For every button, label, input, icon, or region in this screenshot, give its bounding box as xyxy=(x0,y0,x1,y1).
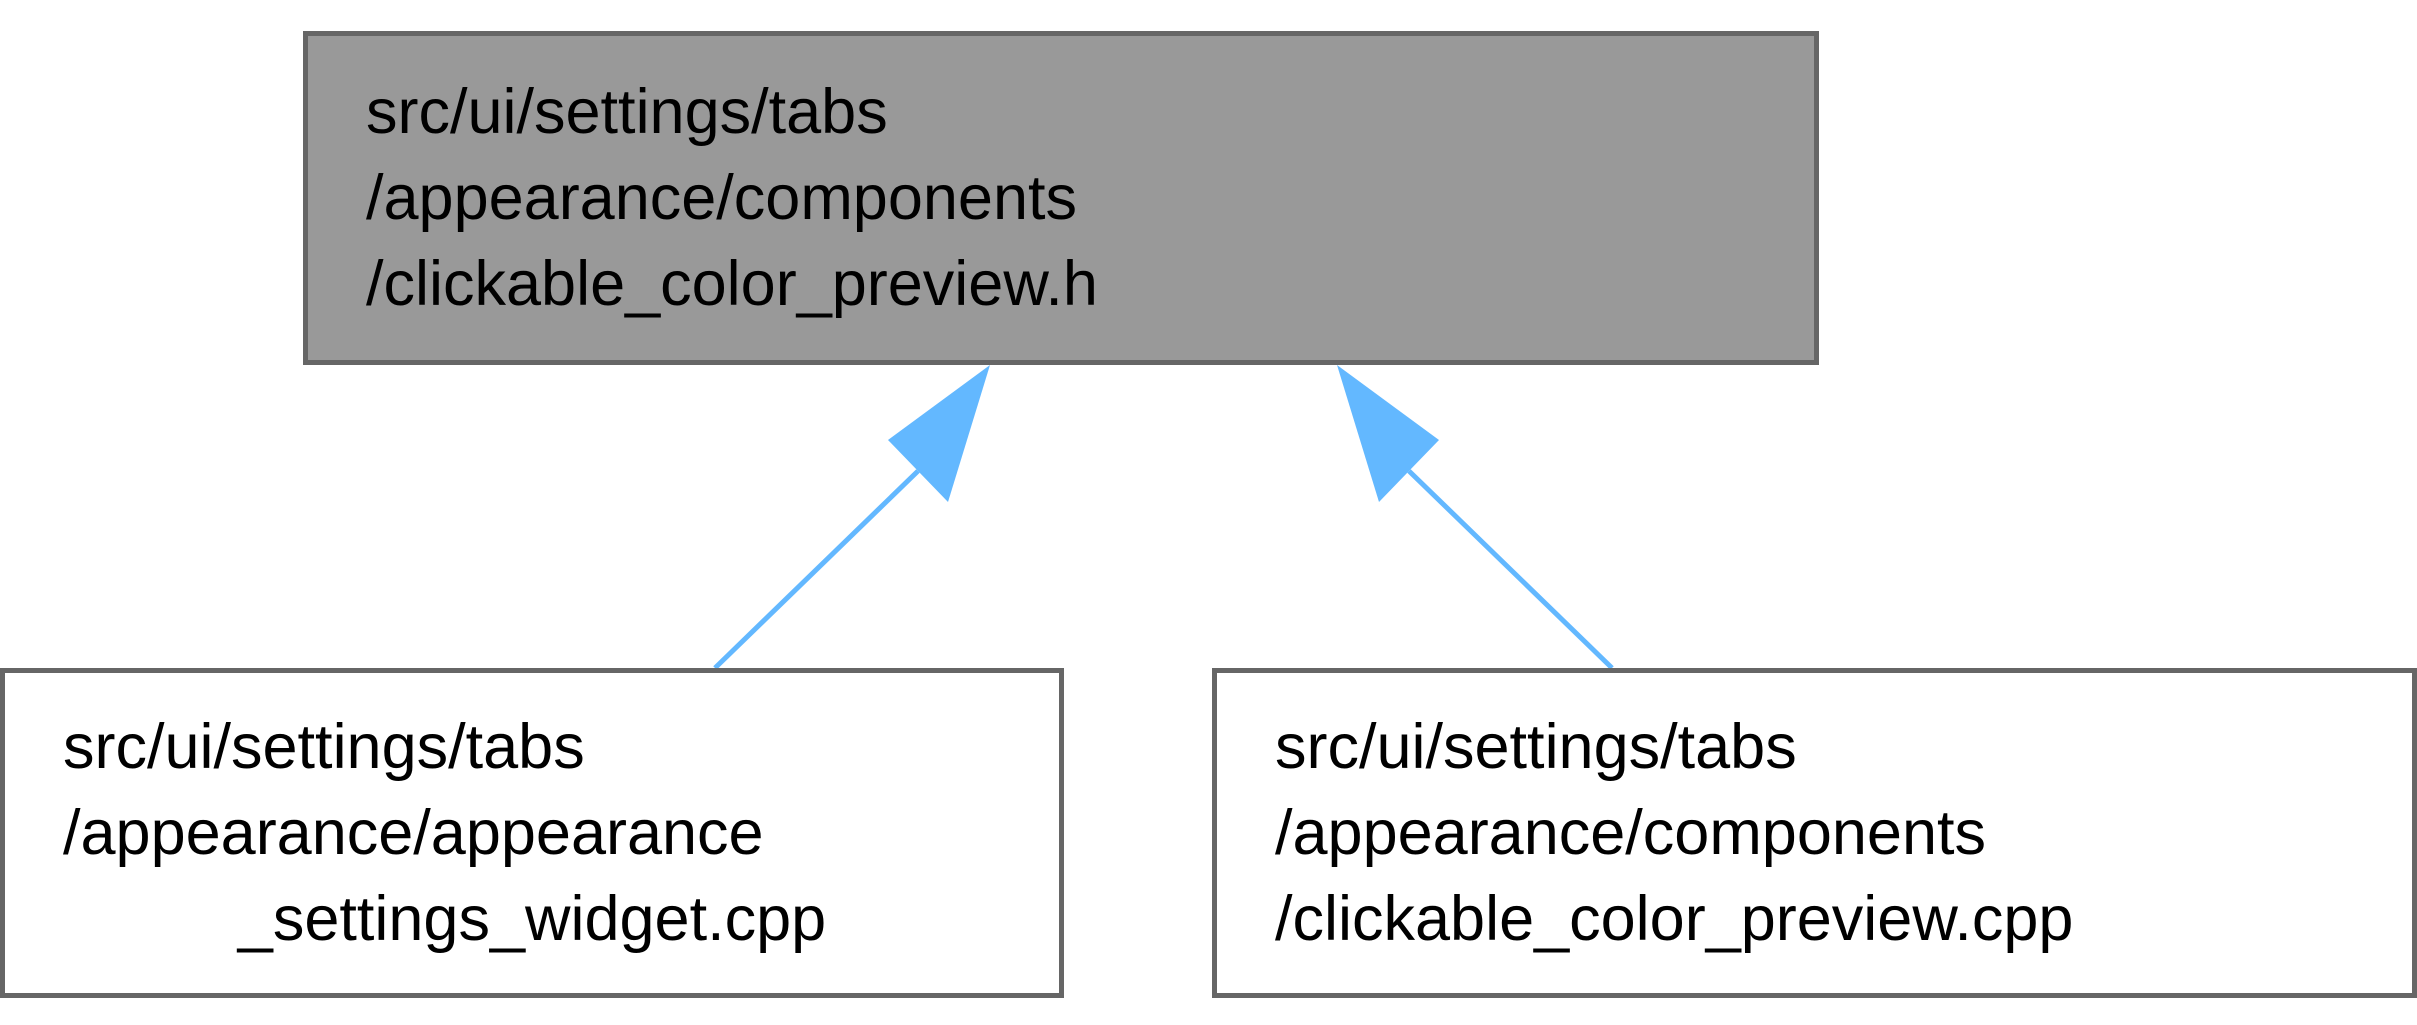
edge-left-arrowhead xyxy=(888,365,990,502)
node-label-line: /clickable_color_preview.h xyxy=(366,249,1098,319)
edge-left-to-main xyxy=(713,365,990,670)
node-label-line: src/ui/settings/tabs xyxy=(366,77,888,147)
node-label-line: /clickable_color_preview.cpp xyxy=(1275,884,2074,954)
node-label-line: /appearance/components xyxy=(366,163,1077,233)
edge-right-arrowhead xyxy=(1337,365,1439,502)
node-label-line: /appearance/components xyxy=(1275,798,1986,868)
node-label-line: /appearance/appearance xyxy=(63,798,764,868)
node-clickable-color-preview-cpp[interactable]: src/ui/settings/tabs /appearance/compone… xyxy=(1212,668,2417,998)
node-appearance-settings-widget-cpp[interactable]: src/ui/settings/tabs /appearance/appeara… xyxy=(0,668,1064,998)
edge-right-to-main xyxy=(1337,365,1614,670)
node-label-line: src/ui/settings/tabs xyxy=(1275,712,1797,782)
node-clickable-color-preview-h[interactable]: src/ui/settings/tabs /appearance/compone… xyxy=(303,31,1819,365)
node-label-line: src/ui/settings/tabs xyxy=(63,712,585,782)
node-label-line: _settings_widget.cpp xyxy=(237,884,827,954)
